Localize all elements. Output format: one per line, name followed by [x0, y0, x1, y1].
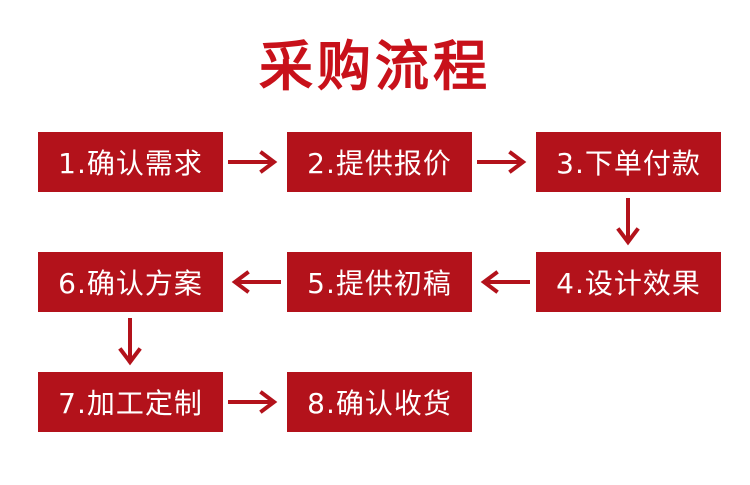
arrow-left-icon: [229, 270, 281, 294]
arrow-down-icon: [118, 318, 142, 368]
step-8-box: 8.确认收货: [287, 372, 472, 432]
step-6-box: 6.确认方案: [38, 252, 223, 312]
page-title: 采购流程: [259, 35, 491, 98]
arrow-right-icon: [228, 390, 280, 414]
step-3-box: 3.下单付款: [536, 132, 721, 192]
arrow-down-icon: [616, 198, 640, 248]
step-1-box: 1.确认需求: [38, 132, 223, 192]
arrow-right-icon: [228, 150, 280, 174]
step-2-box: 2.提供报价: [287, 132, 472, 192]
step-4-box: 4.设计效果: [536, 252, 721, 312]
arrow-right-icon: [477, 150, 529, 174]
step-5-box: 5.提供初稿: [287, 252, 472, 312]
step-7-box: 7.加工定制: [38, 372, 223, 432]
arrow-left-icon: [478, 270, 530, 294]
